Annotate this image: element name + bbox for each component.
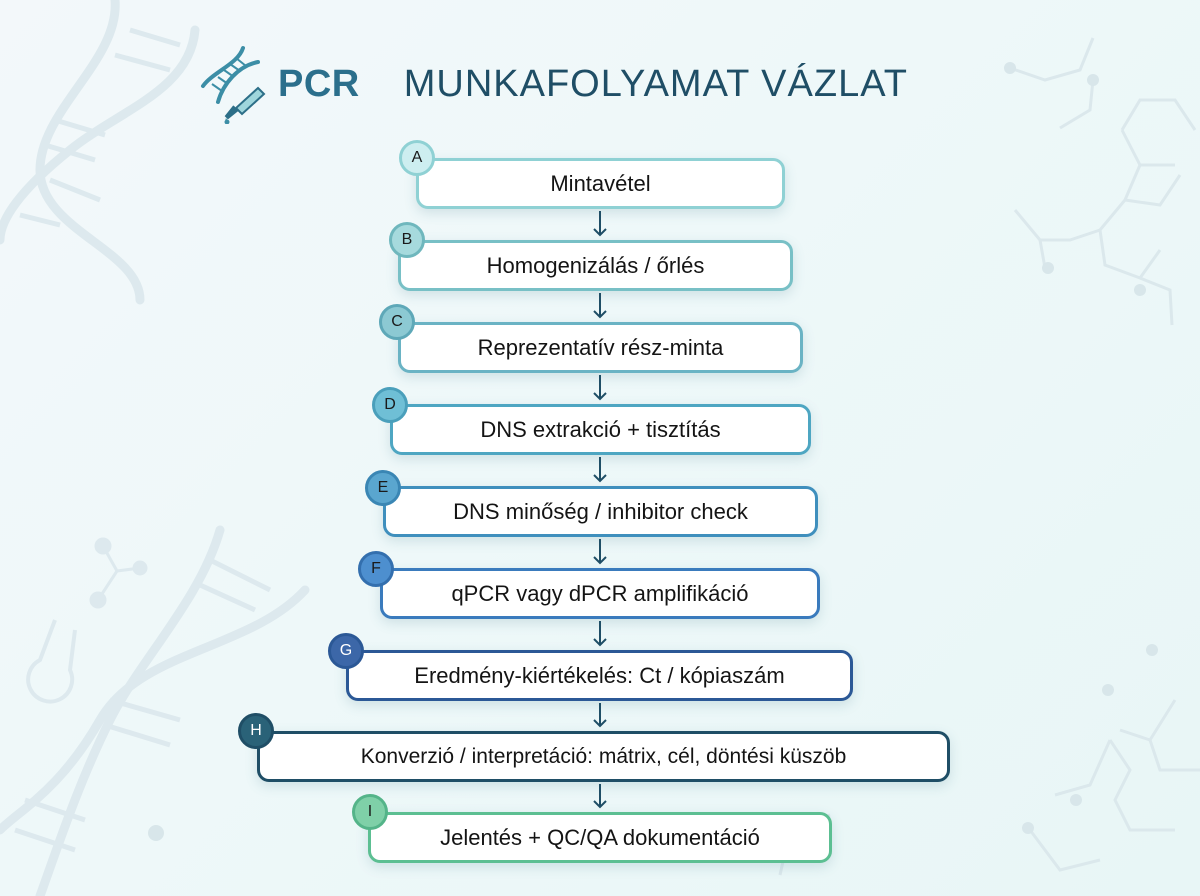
step-box-h: Konverzió / interpretáció: mátrix, cél, … [257,731,950,782]
dna-pipette-icon [201,46,266,124]
arrow-down-icon [593,293,607,319]
step-label: DNS extrakció + tisztítás [480,416,721,442]
step-box-b: Homogenizálás / őrlés [398,240,793,291]
page-title: MUNKAFOLYAMAT VÁZLAT [403,62,908,105]
step-badge-h: H [238,713,274,749]
arrow-down-icon [593,211,607,237]
step-box-d: DNS extrakció + tisztítás [390,404,811,455]
step-badge-a: A [399,140,435,176]
arrow-down-icon [593,621,607,647]
arrow-down-icon [593,457,607,483]
step-box-i: Jelentés + QC/QA dokumentáció [368,812,832,863]
arrow-down-icon [593,375,607,401]
step-badge-f: F [358,551,394,587]
step-badge-g: G [328,633,364,669]
step-label: Eredmény-kiértékelés: Ct / kópiaszám [414,662,785,688]
molecule-icon [89,537,148,609]
arrow-down-icon [593,784,607,809]
step-box-a: Mintavétel [416,158,785,209]
step-label: DNS minőség / inhibitor check [453,498,748,524]
arrow-down-icon [593,703,607,728]
step-box-g: Eredmény-kiértékelés: Ct / kópiaszám [346,650,853,701]
step-label: Jelentés + QC/QA dokumentáció [440,824,760,850]
step-label: Konverzió / interpretáció: mátrix, cél, … [360,744,847,768]
step-box-c: Reprezentatív rész-minta [398,322,803,373]
step-badge-d: D [372,387,408,423]
step-badge-i: I [352,794,388,830]
step-box-e: DNS minőség / inhibitor check [383,486,818,537]
step-box-f: qPCR vagy dPCR amplifikáció [380,568,820,619]
step-badge-c: C [379,304,415,340]
header: PCR MUNKAFOLYAMAT VÁZLAT [198,44,908,124]
step-badge-e: E [365,470,401,506]
step-label: Reprezentatív rész-minta [477,334,724,360]
step-badge-b: B [389,222,425,258]
arrow-down-icon [593,539,607,565]
step-label: Mintavétel [550,170,651,196]
step-label: Homogenizálás / őrlés [486,252,705,278]
brand-label: PCR [278,62,360,105]
step-label: qPCR vagy dPCR amplifikáció [451,580,749,606]
flask-icon [26,619,77,704]
dna-helix-icon [0,0,200,305]
